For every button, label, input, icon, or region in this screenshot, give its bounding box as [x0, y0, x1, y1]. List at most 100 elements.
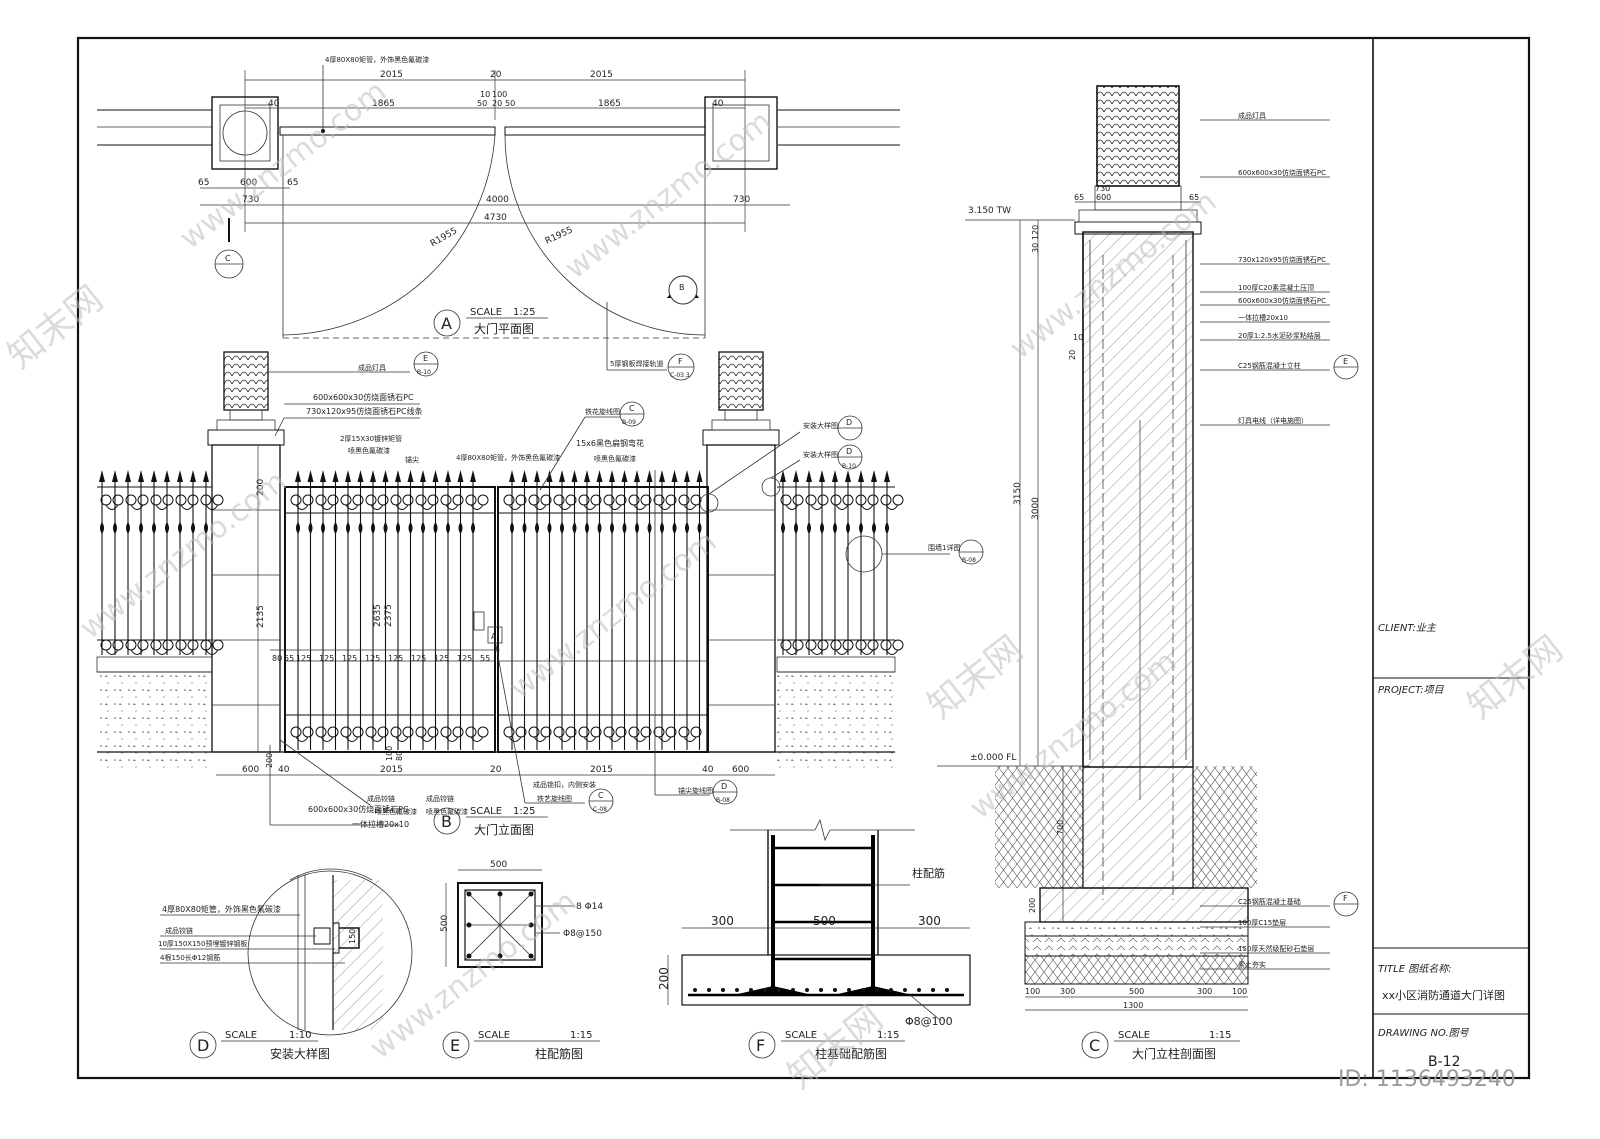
scroll-curl: [150, 639, 162, 651]
section-marker-c: C: [225, 254, 231, 263]
flower-sheet: B-09: [622, 419, 636, 426]
frame-note: 4厚80X80矩管，外饰黑色氟碳漆: [456, 453, 560, 462]
col-note: 600x600x30仿烧面锈石PC: [1238, 168, 1326, 177]
scroll-curl: [465, 494, 477, 506]
svg-text:www.znzmo.com: www.znzmo.com: [363, 884, 583, 1066]
scroll-link: [608, 504, 622, 510]
spear-tip: [320, 470, 326, 482]
detail-e-rebar: 8 Φ14: [576, 902, 603, 912]
spear-tip: [125, 470, 131, 482]
lamp-sheet: B-10: [417, 369, 431, 376]
rebar-dot: [497, 891, 503, 897]
scroll-link: [445, 504, 459, 510]
scroll-link: [320, 504, 334, 510]
scroll-curl: [340, 494, 352, 506]
project-label: PROJECT:项目: [1378, 685, 1445, 696]
bar-ornament: [308, 522, 313, 534]
lock-note: 成品锁扣，内侧安装: [533, 780, 596, 789]
scroll-curl: [302, 726, 314, 738]
col-dim: 3000: [1031, 497, 1041, 520]
scroll-link: [320, 736, 334, 742]
col-dim: 30: [1031, 243, 1040, 253]
spear-tip: [609, 470, 615, 482]
rebar-dot: [528, 953, 534, 959]
track-sheet: C-03.3: [670, 372, 690, 379]
rebar-dot: [466, 922, 472, 928]
svg-text:SCALE: SCALE: [785, 1030, 817, 1041]
detail-f-dim: 200: [657, 967, 671, 990]
detail-d-dim: 150: [348, 929, 357, 944]
svg-text:柱配筋图: 柱配筋图: [535, 1046, 583, 1061]
footing-rebar-dot: [861, 988, 865, 992]
detail-e-rebar2: Φ8@150: [563, 929, 602, 939]
bar-ornament: [126, 522, 130, 534]
detail-f-dim: 500: [813, 914, 836, 928]
detail-d-note: 4根150长Φ12钢筋: [160, 953, 220, 962]
rebar-dot: [466, 953, 472, 959]
col-note: 20厚1:2.5水泥砂浆粘结层: [1238, 331, 1321, 340]
bar-ornament: [178, 522, 182, 534]
svg-text:C: C: [1089, 1036, 1100, 1055]
footing-rebar-dot: [791, 988, 795, 992]
spear-tip: [534, 470, 540, 482]
spacing-dim: 125: [388, 654, 403, 663]
bar-ornament: [421, 522, 425, 534]
spear-tip: [871, 470, 877, 482]
bar-ornament: [535, 522, 539, 534]
spear-tip: [521, 470, 528, 482]
scroll-link: [205, 649, 219, 655]
scroll-curl: [377, 726, 389, 738]
section-marker-b: B: [679, 283, 685, 292]
spear-tip: [793, 470, 799, 482]
anchor-ref-note: 锚尖旋线图: [678, 786, 713, 795]
gate-bars: [295, 470, 703, 750]
elev-a-tag: A: [491, 632, 497, 641]
footing-rebar-dot: [945, 988, 949, 992]
install-ref: 安装大样图: [803, 421, 838, 430]
bar-ornament: [597, 522, 602, 534]
scroll-curl: [175, 639, 187, 651]
spear-tip: [99, 470, 105, 482]
scroll-curl: [792, 494, 804, 506]
scroll-curl: [340, 726, 352, 738]
plan-dim: 730: [242, 195, 259, 205]
spear-tip: [780, 470, 786, 482]
spear-tip: [596, 470, 603, 482]
spear-tip: [884, 470, 890, 482]
svg-text:1:10: 1:10: [289, 1030, 311, 1041]
bar-ornament: [672, 522, 677, 534]
plan-dim: 2015: [380, 70, 403, 80]
plan-dim: 2015: [590, 70, 613, 80]
scroll-link: [130, 504, 144, 510]
col-dim: 730: [1095, 184, 1110, 193]
rebar-dot: [528, 891, 534, 897]
lock-note2: 铁艺旋线图: [537, 794, 572, 803]
footing-rebar-dot: [707, 988, 711, 992]
bar-ornament: [358, 522, 363, 534]
plan-dim: 600: [240, 178, 257, 188]
scroll-link: [295, 504, 309, 510]
svg-text:安装大样图: 安装大样图: [270, 1046, 330, 1061]
scroll-link: [470, 504, 484, 510]
col-note: 灯具电线（详电施图）: [1238, 416, 1308, 425]
hinge-note: 成品铰链: [367, 794, 395, 803]
stone-band-note: 730x120x95仿烧面锈石PC线条: [306, 406, 423, 416]
scroll-link: [658, 736, 672, 742]
scroll-link: [558, 504, 572, 510]
scroll-link: [395, 736, 409, 742]
col-dim: 600: [1096, 193, 1111, 202]
svg-text:柱基础配筋图: 柱基础配筋图: [815, 1046, 887, 1061]
svg-text:大门立面图: 大门立面图: [474, 822, 534, 837]
column-section-view: 3.150 TW ±0.000 FL 3150 3000 120 30 10 2…: [937, 85, 1359, 1011]
footing-rebar-dot: [749, 988, 753, 992]
install-ref2: 安装大样图: [803, 450, 838, 459]
scroll-curl: [352, 726, 364, 738]
footing-rebar-view: 柱配筋 300 500 300 200 Φ8@100: [657, 818, 971, 1028]
elev-dim: 2635: [373, 604, 383, 627]
view-title-d: D SCALE 1:10 安装大样图: [189, 1030, 330, 1061]
bar-ornament: [647, 522, 652, 534]
scroll-curl: [452, 494, 464, 506]
bar-ornament: [165, 522, 169, 534]
plan-dim: 40: [712, 99, 724, 109]
view-title-b: B SCALE 1:25 大门立面图: [433, 806, 548, 837]
